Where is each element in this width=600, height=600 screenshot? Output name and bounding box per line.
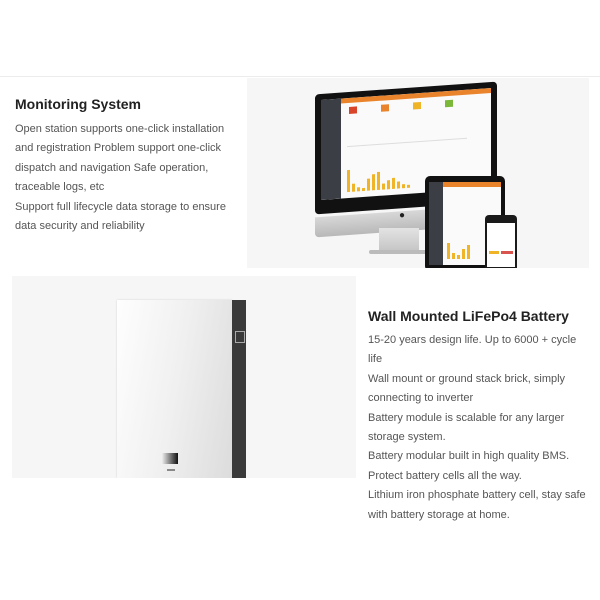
desc-line: Lithium iron phosphate battery cell, sta… — [368, 489, 586, 502]
desc-line: and registration Problem support one-cli… — [15, 142, 222, 155]
section-divider — [0, 76, 600, 77]
desc-line: Support full lifecycle data storage to e… — [15, 200, 226, 213]
monitoring-system-description: Open station supports one-click installa… — [15, 120, 245, 236]
desc-line: Open station supports one-click installa… — [15, 123, 225, 135]
battery-front-panel — [117, 300, 232, 478]
desc-line: Wall mount or ground stack brick, simply — [368, 372, 566, 385]
battery-title: Wall Mounted LiFePo4 Battery — [368, 308, 569, 324]
desc-line: data security and reliability — [15, 220, 145, 233]
bar-chart-thumbnail — [347, 162, 410, 193]
desc-line: traceable logs, etc — [15, 181, 105, 194]
phone-device — [485, 215, 517, 268]
desc-line: connecting to inverter — [368, 392, 474, 405]
battery-description: 15-20 years design life. Up to 6000 + cy… — [368, 331, 593, 525]
monitoring-system-title: Monitoring System — [15, 96, 142, 112]
battery-display — [162, 453, 178, 464]
desc-line: life — [368, 353, 383, 366]
desc-line: storage system. — [368, 431, 446, 444]
apple-logo-icon: ● — [399, 210, 406, 221]
battery-side-panel — [232, 300, 246, 478]
desc-line: Battery modular built in high quality BM… — [368, 450, 570, 463]
desc-line: 15-20 years design life. Up to 6000 + cy… — [368, 334, 577, 346]
desc-line: dispatch and navigation Safe operation, — [15, 161, 209, 174]
desc-line: with battery storage at home. — [368, 508, 510, 521]
battery-image — [12, 276, 356, 478]
monitoring-devices-image: ● — [247, 78, 589, 268]
desc-line: Protect battery cells all the way. — [368, 469, 522, 482]
desc-line: Battery module is scalable for any large… — [368, 411, 565, 424]
